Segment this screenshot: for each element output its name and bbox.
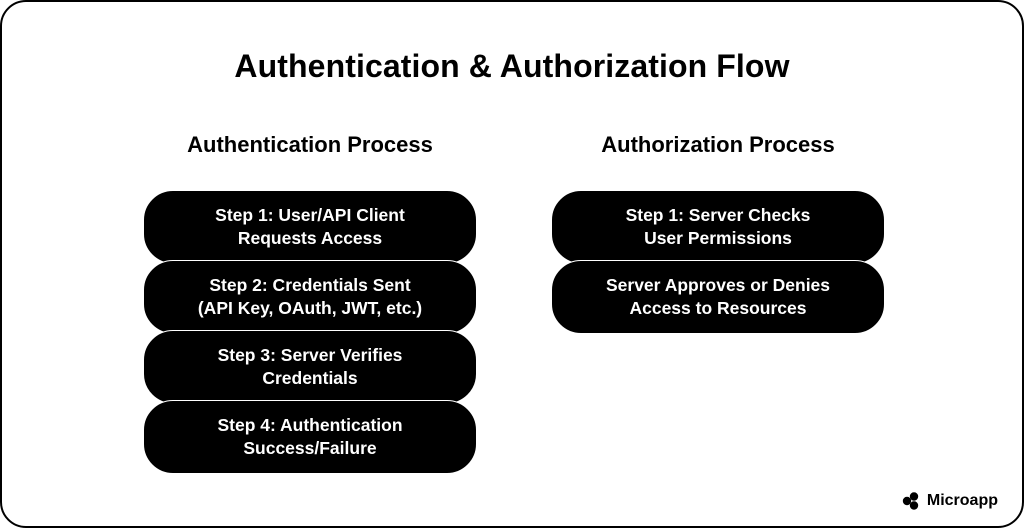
step-line: Success/Failure (243, 438, 377, 458)
step-line: Credentials (262, 368, 358, 388)
authentication-steps: Step 1: User/API Client Requests Access … (143, 190, 477, 474)
step-line: Step 2: Credentials Sent (209, 275, 411, 295)
authentication-step-3: Step 3: Server Verifies Credentials (143, 330, 477, 404)
step-line: Requests Access (237, 228, 383, 248)
authentication-step-2: Step 2: Credentials Sent (API Key, OAuth… (143, 260, 477, 334)
diagram-title: Authentication & Authorization Flow (234, 48, 790, 84)
authorization-step-2: Server Approves or Denies Access to Reso… (551, 260, 885, 334)
authentication-heading: Authentication Process (187, 132, 433, 157)
step-line: Access to Resources (629, 298, 807, 318)
authorization-heading: Authorization Process (601, 132, 835, 157)
step-line: Server Approves or Denies (605, 275, 831, 295)
authentication-step-4: Step 4: Authentication Success/Failure (143, 400, 477, 474)
step-line: Step 1: User/API Client (215, 205, 405, 225)
microapp-logo-icon (902, 492, 919, 510)
step-line: Step 4: Authentication (217, 415, 403, 435)
step-line: (API Key, OAuth, JWT, etc.) (197, 298, 423, 318)
brand-logo: Microapp (902, 492, 998, 510)
step-line: User Permissions (644, 228, 792, 248)
step-line: Step 1: Server Checks (625, 205, 811, 225)
step-line: Step 3: Server Verifies (217, 345, 403, 365)
authorization-step-1: Step 1: Server Checks User Permissions (551, 190, 885, 264)
authentication-step-1: Step 1: User/API Client Requests Access (143, 190, 477, 264)
brand-name: Microapp (926, 492, 998, 509)
authorization-steps: Step 1: Server Checks User Permissions S… (551, 190, 885, 334)
